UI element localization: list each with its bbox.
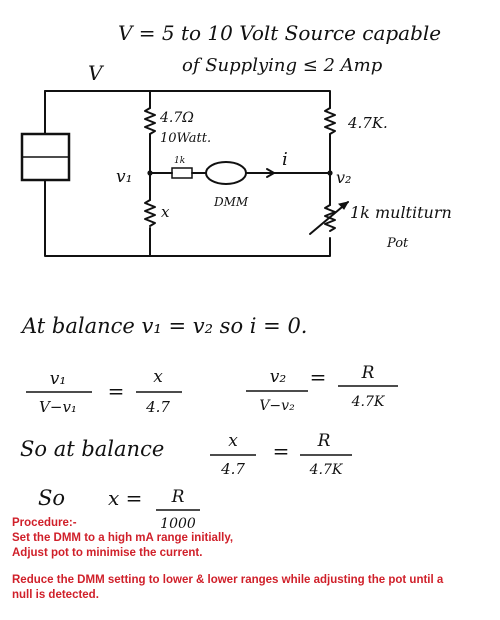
eq1-denominator: V−v₁ xyxy=(39,398,77,416)
eq4-denominator: 1000 xyxy=(160,516,196,532)
header-line2: of Supplying ≤ 2 Amp xyxy=(182,55,383,76)
header-line1: V = 5 to 10 Volt Source capable xyxy=(118,21,441,45)
source-label: V xyxy=(88,61,105,85)
wire-bottom xyxy=(44,179,331,257)
eq2-numerator: v₂ xyxy=(270,367,287,387)
node-v1-label: v₁ xyxy=(116,167,132,187)
eq2-rhs-denominator: 4.7K xyxy=(351,394,386,410)
so-text: So xyxy=(38,486,65,510)
so-at-balance-text: So at balance xyxy=(20,437,164,461)
node-v2-dot xyxy=(327,170,333,176)
eq1-rhs-numerator: x xyxy=(153,367,163,387)
resistor-4-7-ohm-icon xyxy=(144,107,156,135)
eq2-equals: = xyxy=(310,365,327,389)
resistor-4-7k-icon xyxy=(324,107,336,135)
eq3-denominator: 4.7 xyxy=(220,460,245,478)
r-top-left-label: 4.7Ω xyxy=(159,110,194,126)
dmm-label: DMM xyxy=(213,195,249,209)
procedure-step4: null is detected. xyxy=(12,589,99,601)
node-v2-label: v₂ xyxy=(336,168,351,187)
procedure-gap xyxy=(12,561,490,573)
pot-arrow-head-icon xyxy=(338,201,349,210)
procedure-step3: Reduce the DMM setting to lower & lower … xyxy=(12,574,444,586)
pot-label2: Pot xyxy=(386,236,409,251)
eq2-rhs-numerator: R xyxy=(361,363,375,383)
dmm-meter-icon xyxy=(205,161,247,185)
eq1-rhs-denominator: 4.7 xyxy=(145,398,170,416)
eq4-numerator: R xyxy=(171,487,185,507)
eq3-numerator: x xyxy=(228,431,238,451)
eq1-equals: = xyxy=(108,379,125,403)
resistor-x-icon xyxy=(144,199,156,227)
balance-statement: At balance v₁ = v₂ so i = 0. xyxy=(20,314,307,338)
current-label: i xyxy=(282,149,288,170)
node-v1-dot xyxy=(147,170,153,176)
eq3-rhs-numerator: R xyxy=(317,431,331,451)
procedure-title: Procedure:- xyxy=(12,517,77,529)
eq3-rhs-denominator: 4.7K xyxy=(309,462,344,478)
wire-top xyxy=(44,90,331,109)
current-arrow-icon xyxy=(266,168,275,178)
circuit-wires xyxy=(44,90,331,257)
eq1-numerator: v₁ xyxy=(50,369,66,389)
resistor-1k-icon xyxy=(171,167,193,179)
r-inline-label: 1k xyxy=(174,156,185,166)
procedure-step1: Set the DMM to a high mA range initially… xyxy=(12,532,234,544)
procedure-step2: Adjust pot to minimise the current. xyxy=(12,547,203,559)
r-bottom-left-label: x xyxy=(161,203,170,221)
eq4-lhs: x = xyxy=(108,486,142,510)
eq3-equals: = xyxy=(273,439,290,463)
r-top-right-label: 4.7K. xyxy=(347,114,388,132)
pot-label: 1k multiturn xyxy=(350,203,452,222)
eq2-denominator: V−v₂ xyxy=(259,398,295,414)
procedure-notes: Procedure:- Set the DMM to a high mA ran… xyxy=(12,516,490,603)
r-top-left-power: 10Watt. xyxy=(160,131,211,146)
